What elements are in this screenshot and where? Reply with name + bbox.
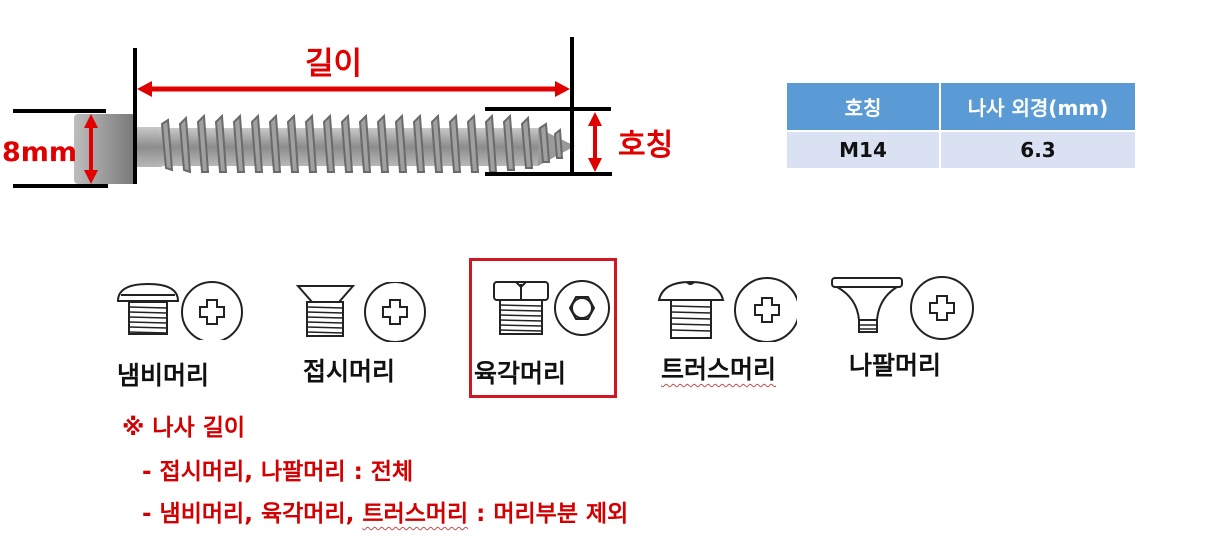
head-label-hex: 육각머리 — [474, 359, 567, 388]
bugle-head-screw-icon — [831, 277, 903, 333]
screw-dimension-diagram — [13, 37, 612, 188]
pan-head-screw-icon — [116, 282, 180, 335]
hex-head-screw-icon — [493, 281, 549, 335]
column-header-nominal: 호칭 — [787, 83, 941, 131]
truss-head-screw-icon — [657, 280, 725, 339]
table-row: M14 6.3 — [787, 130, 1135, 168]
phillips-drive-icon — [910, 276, 974, 340]
head-type-hex: 육각머리 — [474, 278, 630, 418]
screw-head — [74, 114, 136, 184]
phillips-drive-icon — [181, 281, 243, 340]
spec-table: 호칭 나사 외경(mm) M14 6.3 — [787, 83, 1135, 168]
flat-head-screw-icon — [295, 285, 356, 337]
head-label-truss: 트러스머리 — [661, 355, 777, 384]
head-type-truss: 트러스머리 — [657, 276, 797, 416]
cell-outer-diameter: 6.3 — [940, 130, 1135, 168]
dimension-guide-lines — [13, 37, 612, 188]
dimension-arrows — [84, 81, 602, 184]
head-type-flat: 접시머리 — [295, 282, 435, 422]
notes-title: ※ 나사 길이 — [122, 415, 246, 441]
note-line-excluding-head: - 냄비머리, 육각머리, 트러스머리 : 머리부분 제외 — [142, 501, 629, 527]
screw-thread — [158, 113, 575, 174]
head-label-bugle: 나팔머리 — [849, 351, 942, 380]
head-type-pan: 냄비머리 — [115, 280, 255, 420]
head-type-bugle: 나팔머리 — [831, 276, 974, 416]
head-label-pan: 냄비머리 — [117, 361, 210, 390]
table-header-row: 호칭 나사 외경(mm) — [787, 83, 1135, 131]
cell-nominal: M14 — [787, 130, 941, 168]
note-line-full-length: - 접시머리, 나팔머리 : 전체 — [142, 459, 414, 485]
hex-drive-icon — [554, 280, 610, 336]
screw-length-notes: ※ 나사 길이 - 접시머리, 나팔머리 : 전체 - 냄비머리, 육각머리, … — [122, 408, 628, 536]
column-header-outer-diameter: 나사 외경(mm) — [940, 83, 1135, 131]
phillips-drive-icon — [364, 282, 426, 342]
highlight-box-hex-head — [469, 258, 617, 398]
head-height-label: 8mm — [2, 137, 78, 168]
phillips-drive-icon — [734, 277, 797, 342]
nominal-size-label: 호칭 — [618, 128, 674, 163]
length-label: 길이 — [305, 46, 363, 82]
head-label-flat: 접시머리 — [303, 357, 396, 386]
